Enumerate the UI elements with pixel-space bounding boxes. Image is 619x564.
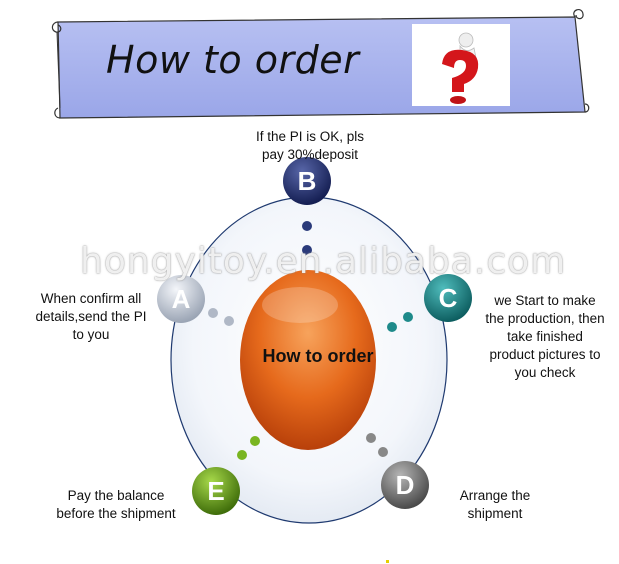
step-a-node (157, 275, 205, 323)
step-a-line: When confirm all (40, 291, 142, 306)
step-e-label: Pay the balance before the shipment (46, 487, 186, 523)
watermark: hongyitoy.en.alibaba.com (80, 241, 567, 282)
step-b-line: pay 30%deposit (261, 147, 359, 162)
connector-dot (224, 316, 234, 326)
center-label: How to order (262, 346, 374, 366)
connector-dot (403, 312, 413, 322)
step-b-line: If the PI is OK, pls (255, 129, 365, 144)
step-d-label: Arrange the shipment (448, 487, 542, 523)
step-c-node (424, 274, 472, 322)
step-a-line: details,send the PI (35, 309, 147, 324)
connector-dot (208, 308, 218, 318)
step-d-line: shipment (467, 506, 523, 521)
step-e-line: Pay the balance (67, 488, 165, 503)
connector-dot (378, 447, 388, 457)
connector-dot (302, 221, 312, 231)
connector-dot (250, 436, 260, 446)
step-c-line: we Start to make (494, 293, 596, 308)
step-c-line: product pictures to (489, 347, 601, 362)
connector-dot (302, 245, 312, 255)
connector-dot (237, 450, 247, 460)
connector-dot (366, 433, 376, 443)
step-a-line: to you (72, 327, 110, 342)
step-d-letter: D (395, 470, 415, 500)
step-d-node (381, 461, 429, 509)
step-b-label: If the PI is OK, pls pay 30%deposit (230, 128, 390, 164)
step-c-line: the production, then (485, 311, 605, 326)
step-c-label: we Start to make the production, then ta… (472, 292, 618, 382)
step-a-label: When confirm all details,send the PI to … (26, 290, 156, 344)
connector-dot (387, 322, 397, 332)
banner-title: How to order (106, 38, 360, 82)
step-c-letter: C (438, 283, 458, 313)
question-mark-figure (412, 24, 510, 106)
step-d-line: Arrange the (459, 488, 531, 503)
step-e-node (192, 467, 240, 515)
step-b-letter: B (297, 166, 317, 196)
center-circle (240, 270, 376, 450)
step-e-line: before the shipment (56, 506, 176, 521)
step-a-letter: A (171, 284, 191, 314)
step-e-letter: E (207, 476, 225, 506)
question-mark-icon (442, 32, 479, 104)
step-c-line: you check (514, 365, 576, 380)
step-c-line: take finished (507, 329, 583, 344)
step-b-node (283, 157, 331, 205)
